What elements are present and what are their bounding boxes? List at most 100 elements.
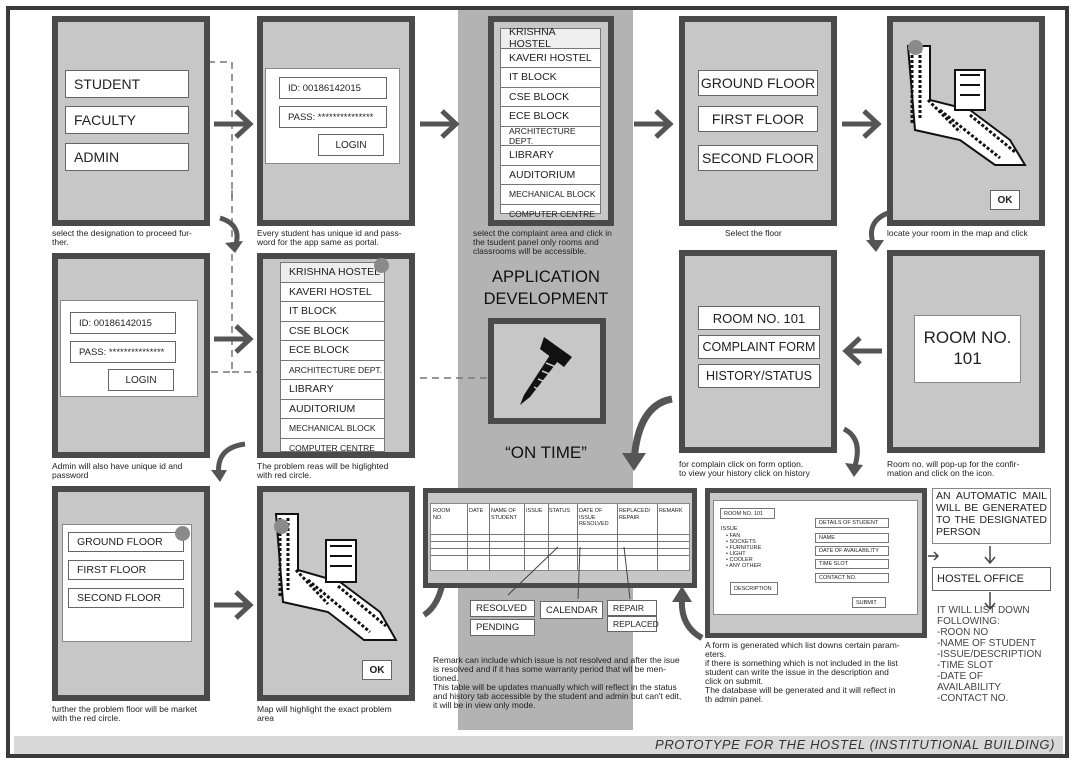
faculty-button[interactable]: FACULTY [65, 106, 189, 134]
id-field[interactable]: ID: 00186142015 [279, 77, 387, 99]
table-divider [524, 504, 525, 570]
calendar-option[interactable]: CALENDAR [540, 601, 603, 619]
complaint-form-button[interactable]: COMPLAINT FORM [698, 335, 820, 359]
second-floor-button[interactable]: SECOND FLOOR [698, 145, 818, 171]
list-item[interactable]: ECE BLOCK [281, 341, 384, 361]
arrow-right-icon [214, 109, 254, 139]
list-item[interactable]: IT BLOCK [281, 302, 384, 322]
id-field[interactable]: ID: 00186142015 [70, 312, 176, 334]
list-item[interactable]: IT BLOCK [501, 68, 600, 88]
on-time-tagline: “ON TIME” [505, 443, 587, 462]
table-divider [489, 504, 490, 570]
list-item[interactable]: KRISHNA HOSTEL [501, 26, 600, 50]
issue-item[interactable]: • FURNITURE [726, 545, 762, 551]
form-room-number: ROOM NO. 101 [720, 508, 775, 519]
form-field[interactable]: DATE OF AVAILABILITY [815, 546, 889, 556]
auto-mail-box [932, 488, 1051, 544]
list-item[interactable]: CSE BLOCK [281, 322, 384, 341]
ok-button[interactable]: OK [990, 190, 1020, 210]
list-item[interactable]: ARCHITECTURE DEPT. [281, 361, 384, 380]
list-item[interactable]: COMPUTER CENTRE [509, 209, 595, 220]
ground-floor-button[interactable]: GROUND FLOOR [68, 532, 184, 552]
caption-complaint-form: A form is generated which list downs cer… [705, 640, 900, 704]
list-item[interactable]: ECE BLOCK [501, 107, 600, 127]
admin-button[interactable]: ADMIN [65, 143, 189, 171]
issue-item[interactable]: • COOLER [726, 557, 753, 563]
student-button[interactable]: STUDENT [65, 70, 189, 98]
issue-list: • FAN • SOCKETS • FURNITURE • LIGHT • CO… [726, 533, 761, 569]
list-item[interactable]: AUDITORIUM [281, 400, 384, 419]
list-item[interactable]: ARCHITECTURE DEPT. [501, 126, 600, 146]
floor-map-icon [274, 513, 398, 641]
arrow-right-icon [634, 109, 674, 139]
issue-item[interactable]: • ANY OTHER [726, 563, 762, 569]
issue-label: ISSUE [721, 526, 738, 532]
arrow-down-icon [984, 592, 996, 611]
list-item[interactable]: MECHANICAL BLOCK [501, 185, 600, 205]
room-number-button[interactable]: ROOM NO. 101 [698, 306, 820, 330]
list-item[interactable]: LIBRARY [501, 146, 600, 166]
issue-item[interactable]: • FAN [726, 533, 741, 539]
arrow-left-icon [842, 336, 882, 366]
auto-mail-text: AN AUTOMATIC MAIL WILL BE GENERATED TO T… [936, 490, 1047, 538]
form-field[interactable]: TIME SLOT [815, 559, 889, 569]
caption-admin-login: Admin will also have unique id and passw… [52, 461, 183, 480]
table-pointer-lines [507, 546, 631, 600]
room-popup[interactable] [914, 315, 1021, 383]
submit-button[interactable]: SUBMIT [852, 597, 886, 608]
table-header: ROOM NO. [433, 508, 451, 521]
issue-item[interactable]: • LIGHT [726, 551, 746, 557]
list-item[interactable]: MECHANICAL BLOCK [281, 419, 384, 439]
replaced-option[interactable]: REPLACED [607, 616, 659, 632]
description-field[interactable]: DESCRIPTION [730, 582, 778, 595]
password-field[interactable]: PASS: *************** [70, 341, 176, 363]
form-field: DETAILS OF STUDENT [815, 518, 889, 528]
table-divider [467, 504, 468, 570]
caption-floor-select: Select the floor [725, 228, 782, 238]
first-floor-button[interactable]: FIRST FLOOR [68, 560, 184, 580]
table-header: REPLACED/ REPAIR [619, 508, 651, 521]
list-item[interactable]: COMPUTER CENTRE [289, 443, 375, 454]
form-field[interactable]: NAME [815, 533, 889, 543]
list-item[interactable]: KAVERI HOSTEL [281, 283, 384, 302]
ground-floor-button[interactable]: GROUND FLOOR [698, 70, 818, 96]
caption-locate-room: locate your room in the map and click [887, 228, 1028, 238]
table-divider [577, 504, 578, 570]
history-status-button[interactable]: HISTORY/STATUS [698, 364, 820, 388]
login-button[interactable]: LOGIN [108, 369, 174, 391]
second-floor-button[interactable]: SECOND FLOOR [68, 588, 184, 608]
table-divider [548, 504, 549, 570]
list-item[interactable]: LIBRARY [281, 380, 384, 400]
curved-arrow-icon [866, 210, 890, 252]
list-item[interactable]: CSE BLOCK [501, 88, 600, 107]
pending-option[interactable]: PENDING [470, 619, 535, 636]
list-item[interactable]: KRISHNA HOSTEL [281, 263, 384, 283]
login-button[interactable]: LOGIN [318, 134, 384, 156]
caption-problem-floor: further the problem floor will be market… [52, 704, 198, 723]
area-list: KRISHNA HOSTEL KAVERI HOSTEL IT BLOCK CS… [280, 262, 385, 453]
arrow-right-icon [842, 109, 882, 139]
app-dev-title: APPLICATION DEVELOPMENT [483, 268, 609, 308]
list-item[interactable]: KAVERI HOSTEL [501, 49, 600, 68]
arrow-down-icon [984, 546, 996, 565]
curved-arrow-icon [622, 395, 673, 471]
complaint-table [430, 503, 690, 571]
form-field[interactable]: CONTACT NO. [815, 573, 889, 583]
list-item[interactable]: AUDITORIUM [501, 166, 600, 185]
resolved-option[interactable]: RESOLVED [470, 600, 535, 617]
table-header: STATUS [549, 508, 570, 514]
issue-item[interactable]: • SOCKETS [726, 539, 756, 545]
ok-button[interactable]: OK [362, 660, 392, 680]
first-floor-button[interactable]: FIRST FLOOR [698, 106, 818, 132]
highlight-marker [274, 519, 289, 534]
table-header: DATE OF ISSUE RESOLVED [579, 508, 609, 527]
curved-arrow-icon [842, 426, 863, 477]
caption-problem-map: Map will highlight the exact problem are… [257, 704, 392, 723]
table-header: NAME OF STUDENT [491, 508, 517, 521]
caption-room-confirm: Room no. will pop-up for the confir- mat… [887, 459, 1020, 478]
password-field[interactable]: PASS: *************** [279, 106, 387, 128]
arrow-right-icon [420, 109, 460, 139]
footer-bar: PROTOTYPE FOR THE HOSTEL (INSTITUTIONAL … [14, 736, 1063, 754]
repair-option[interactable]: REPAIR [607, 600, 657, 616]
curved-arrow-icon [211, 441, 246, 482]
